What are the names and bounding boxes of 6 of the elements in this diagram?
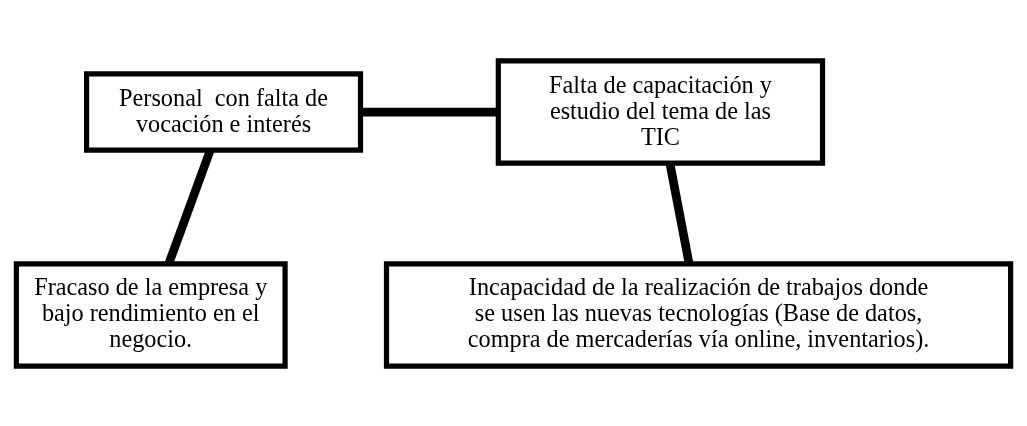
connector bbox=[665, 162, 694, 264]
connector bbox=[360, 107, 498, 116]
node-box: Incapacidad de la realización de trabajos donde se usen las nuevas tecnologías (Base de datos, compra de mercaderías vía online, inventarios). bbox=[383, 260, 1014, 369]
node-box: Falta de capacitación y estudio del tema de las TIC bbox=[495, 57, 826, 166]
node-box: Personal con falta de vocación e interés bbox=[84, 70, 364, 153]
node-box: Fracaso de la empresa y bajo rendimiento en el negocio. bbox=[13, 260, 288, 369]
